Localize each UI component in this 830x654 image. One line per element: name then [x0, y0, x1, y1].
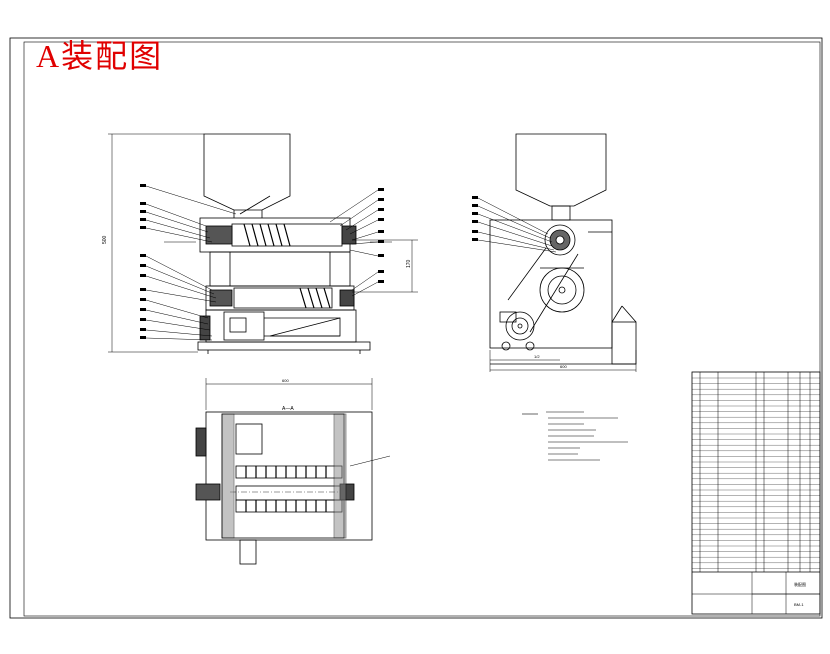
top-width-dim: 600 — [282, 378, 289, 383]
top-view — [195, 378, 391, 565]
section-label: A—A — [282, 406, 294, 412]
inner-border — [23, 41, 821, 617]
front-view-callouts — [140, 184, 384, 339]
front-mid-dim: 170 — [406, 259, 412, 268]
side-dim-width: 600 — [560, 364, 567, 369]
side-view — [477, 133, 637, 372]
parts-list-rows — [692, 377, 820, 569]
outer-border — [9, 37, 823, 619]
technical-notes — [522, 411, 628, 461]
title-block-code: BM-1 — [794, 602, 804, 607]
title-block-name: 装配图 — [794, 581, 806, 587]
front-height-dim: 500 — [102, 235, 108, 244]
parts-list — [691, 371, 821, 615]
side-dim-left: 1/2 — [534, 354, 540, 359]
front-view — [108, 133, 418, 354]
side-view-callouts — [472, 196, 478, 241]
drawing-title: A装配图 — [36, 38, 164, 74]
